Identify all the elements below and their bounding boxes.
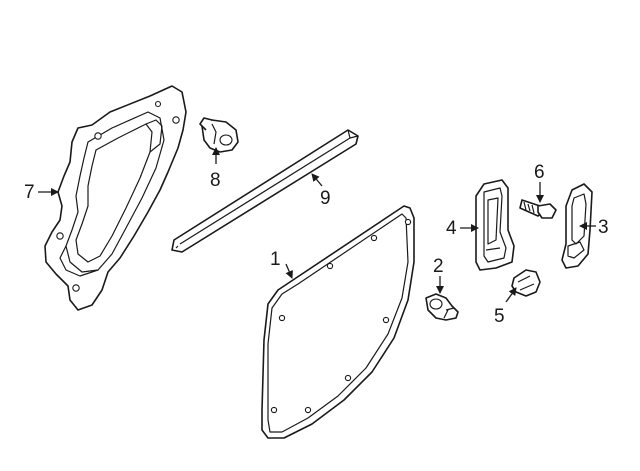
part-5-push-pin bbox=[511, 269, 541, 297]
part-9-weatherstrip bbox=[171, 129, 359, 253]
callout-6: 6 bbox=[534, 162, 545, 183]
part-8-push-clip bbox=[199, 117, 239, 153]
callout-1: 1 bbox=[270, 249, 281, 270]
callout-8: 8 bbox=[210, 170, 221, 191]
part-2-grommet bbox=[425, 293, 459, 321]
part-7-inner-panel bbox=[44, 85, 187, 311]
leader-5 bbox=[505, 287, 517, 303]
callout-4: 4 bbox=[446, 218, 457, 239]
callout-5: 5 bbox=[494, 306, 505, 327]
part-3-side-bracket bbox=[561, 183, 593, 269]
callout-9: 9 bbox=[320, 188, 331, 209]
part-4-handle-bracket bbox=[475, 179, 515, 271]
callout-2: 2 bbox=[433, 256, 444, 277]
part-6-bolt bbox=[519, 199, 557, 219]
leader-9 bbox=[311, 173, 323, 187]
leader-1 bbox=[285, 263, 293, 279]
leaders bbox=[38, 147, 596, 303]
callout-7: 7 bbox=[24, 182, 35, 203]
callout-3: 3 bbox=[598, 217, 609, 238]
callout-labels: 1 2 3 4 5 6 7 8 9 bbox=[24, 162, 609, 327]
part-1-glass-panel bbox=[261, 205, 415, 439]
